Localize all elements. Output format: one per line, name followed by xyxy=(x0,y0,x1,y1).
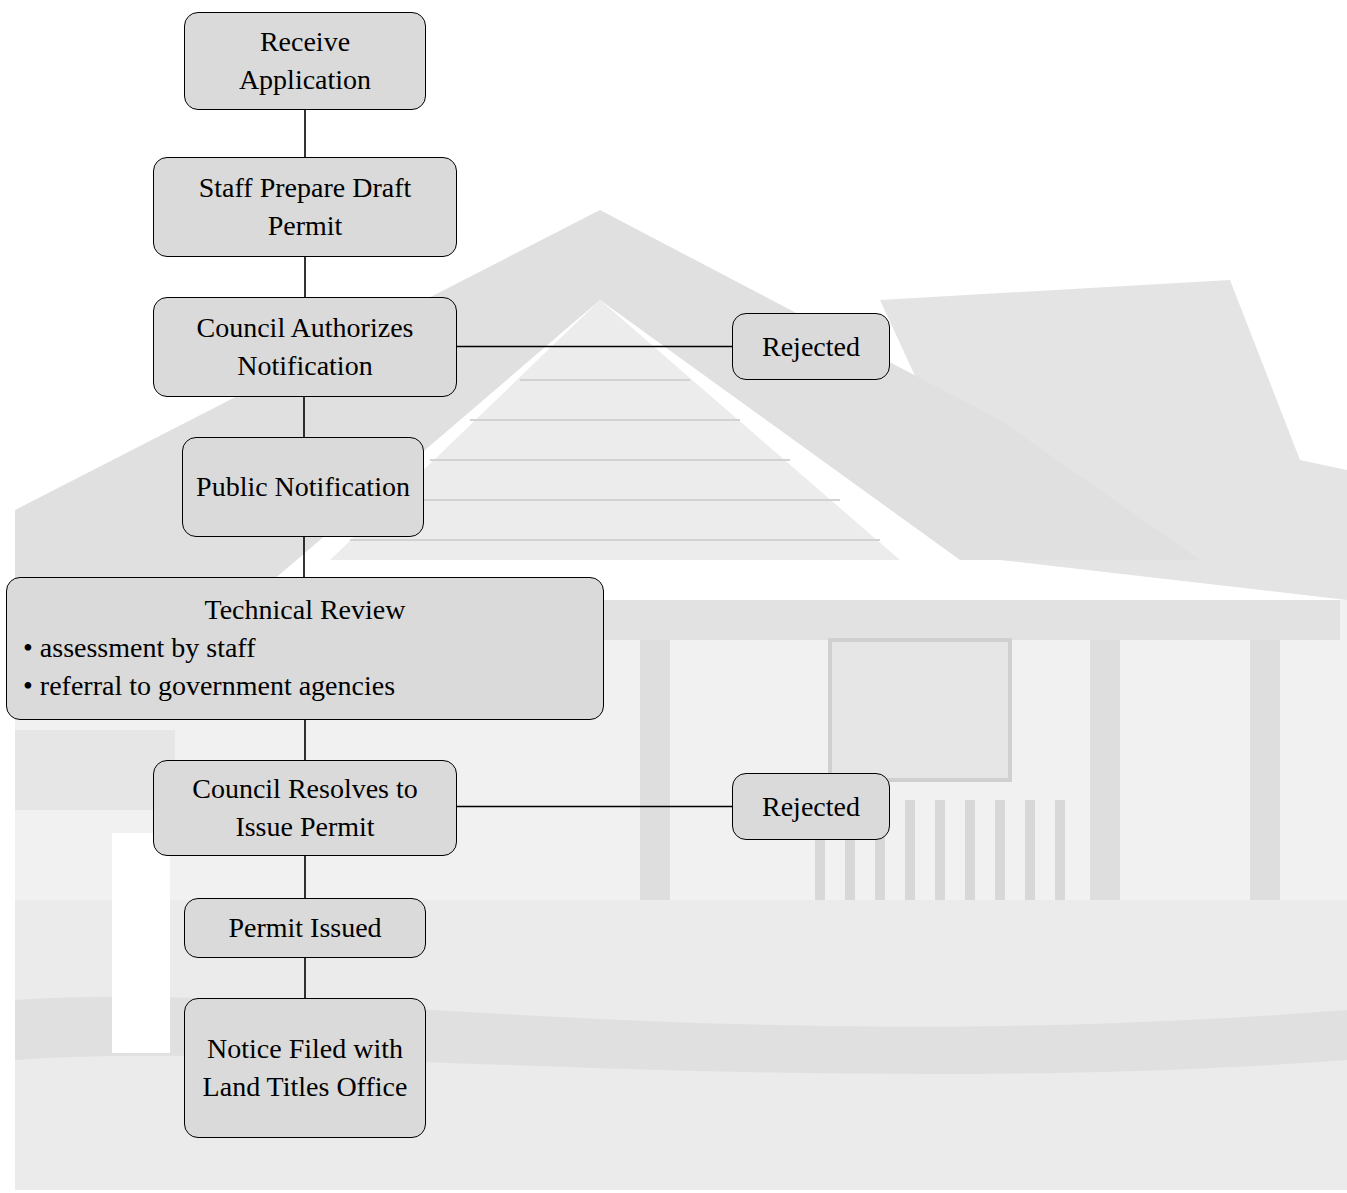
connector-line xyxy=(304,720,306,760)
connector-line xyxy=(457,346,732,348)
connector-line xyxy=(303,397,305,437)
node-label: Council Resolves to Issue Permit xyxy=(164,770,446,846)
blank-patch xyxy=(112,833,170,1053)
node-label: Public Notification xyxy=(196,468,410,506)
outcome-box: Rejected xyxy=(732,313,890,380)
node-label: Permit Issued xyxy=(228,909,381,947)
connector-line xyxy=(304,958,306,998)
process-box: Staff Prepare Draft Permit xyxy=(153,157,457,257)
connector-line xyxy=(304,257,306,297)
process-box: Council Resolves to Issue Permit xyxy=(153,760,457,856)
node-label: Staff Prepare Draft Permit xyxy=(164,169,446,245)
process-box: Permit Issued xyxy=(184,898,426,958)
porch-beam xyxy=(600,600,1340,640)
node-label: Notice Filed with Land Titles Office xyxy=(195,1030,415,1106)
process-box: Council Authorizes Notification xyxy=(153,297,457,397)
connector-line xyxy=(457,806,732,808)
node-label: Technical Review xyxy=(23,591,587,629)
porch-posts xyxy=(640,640,1280,900)
process-box: Public Notification xyxy=(182,437,424,537)
process-box: Technical Review• assessment by staff• r… xyxy=(6,577,604,720)
node-label: Council Authorizes Notification xyxy=(164,309,446,385)
siding-lines xyxy=(350,380,880,540)
node-label: Receive Application xyxy=(195,23,415,99)
bullet-item: • assessment by staff xyxy=(23,629,587,667)
outcome-box: Rejected xyxy=(732,773,890,840)
connector-line xyxy=(304,856,306,898)
node-label: Rejected xyxy=(762,788,860,826)
process-box: Notice Filed with Land Titles Office xyxy=(184,998,426,1138)
connector-line xyxy=(303,537,305,577)
connector-line xyxy=(304,110,306,157)
node-label: Rejected xyxy=(762,328,860,366)
wall xyxy=(15,600,1347,900)
process-box: Receive Application xyxy=(184,12,426,110)
window xyxy=(15,730,175,810)
bullet-item: • referral to government agencies xyxy=(23,667,587,705)
roof xyxy=(15,210,1200,600)
window xyxy=(830,640,1010,780)
